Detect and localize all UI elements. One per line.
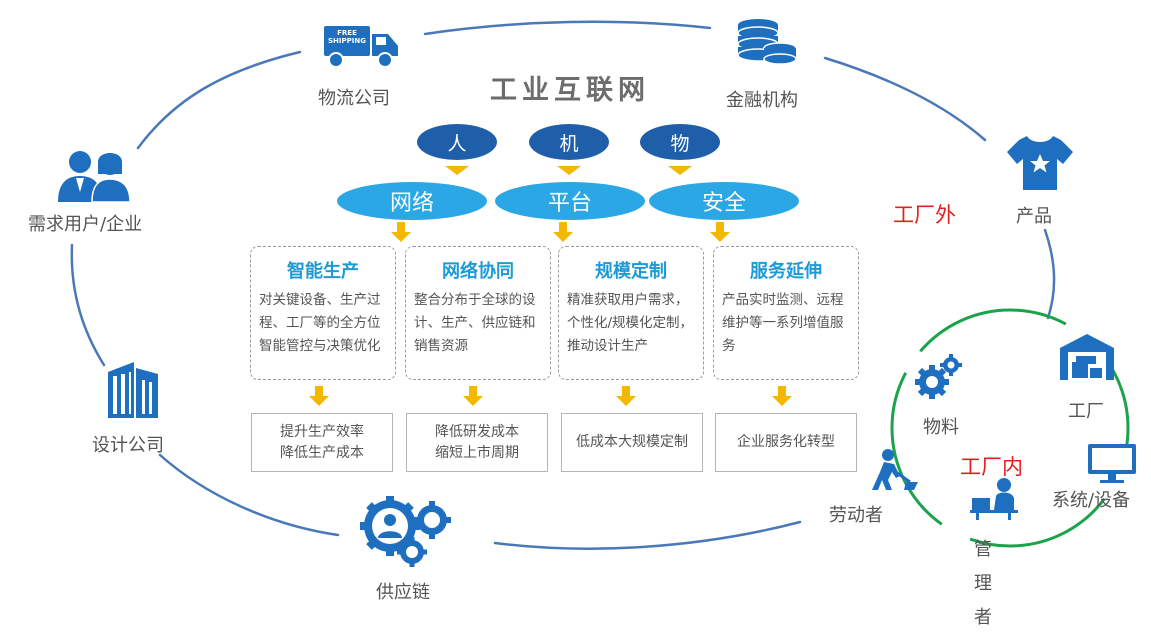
gears-person-icon — [360, 496, 451, 567]
outcome-line: 缩短上市周期 — [435, 444, 519, 461]
layer-security: 安全 — [649, 182, 799, 220]
panel-text: 产品实时监测、远程维护等一系列增值服务 — [722, 292, 844, 354]
manager-desk-icon — [970, 478, 1018, 520]
page-title: 工业互联网 — [490, 75, 650, 106]
connector-lines — [70, 20, 1130, 550]
coins-icon — [737, 19, 797, 65]
outcome-line: 降低研发成本 — [435, 423, 519, 440]
outcome-box: 低成本大规模定制 — [561, 413, 703, 472]
element-object: 物 — [640, 124, 720, 160]
outcome-line: 提升生产效率 — [280, 423, 364, 440]
panel-text: 精准获取用户需求，个性化/规模化定制，推动设计生产 — [567, 292, 694, 354]
panel-scale-customization: 规模定制 精准获取用户需求，个性化/规模化定制，推动设计生产 — [558, 246, 704, 380]
worker-shovel-icon — [872, 449, 918, 490]
material-label: 物料 — [923, 417, 959, 438]
panel-text: 整合分布于全球的设计、生产、供应链和销售资源 — [414, 292, 536, 354]
panel-title: 服务延伸 — [750, 261, 822, 282]
outside-factory-label: 工厂外 — [893, 203, 956, 227]
warehouse-icon — [1060, 334, 1114, 380]
outcome-box: 降低研发成本 缩短上市周期 — [406, 413, 548, 472]
building-icon — [108, 362, 158, 418]
arrow-machine-down — [557, 166, 581, 175]
material-gears-icon — [915, 354, 962, 399]
product-label: 产品 — [1016, 206, 1052, 227]
arrows-to-panels — [309, 222, 792, 406]
outcome-line: 降低生产成本 — [280, 444, 364, 461]
arrow-object-down — [668, 166, 692, 175]
outcome-box: 提升生产效率 降低生产成本 — [251, 413, 393, 472]
outcome-line: 企业服务化转型 — [737, 434, 835, 450]
demand-users-label: 需求用户/企业 — [28, 214, 143, 235]
factory-label: 工厂 — [1068, 401, 1104, 422]
panel-title: 智能生产 — [287, 261, 359, 282]
outcome-line: 低成本大规模定制 — [576, 434, 688, 450]
monitor-icon — [1088, 444, 1136, 483]
panel-network-collaboration: 网络协同 整合分布于全球的设计、生产、供应链和销售资源 — [405, 246, 551, 380]
logistics-label: 物流公司 — [318, 88, 390, 109]
panel-service-extension: 服务延伸 产品实时监测、远程维护等一系列增值服务 — [713, 246, 859, 380]
worker-label: 劳动者 — [829, 505, 883, 526]
outcome-box: 企业服务化转型 — [715, 413, 857, 472]
truck-badge: FREE SHIPPING — [328, 29, 366, 45]
arrow-person-down — [445, 166, 469, 175]
panel-smart-production: 智能生产 对关键设备、生产过程、工厂等的全方位智能管控与决策优化 — [250, 246, 396, 380]
inside-factory-label: 工厂内 — [960, 455, 1023, 479]
truck-icon — [324, 26, 398, 68]
panel-title: 规模定制 — [595, 261, 667, 282]
system-device-label: 系统/设备 — [1052, 490, 1131, 511]
layer-platform: 平台 — [495, 182, 645, 220]
element-machine: 机 — [529, 124, 609, 160]
tshirt-icon — [1007, 136, 1073, 190]
panel-text: 对关键设备、生产过程、工厂等的全方位智能管控与决策优化 — [259, 292, 381, 354]
design-label: 设计公司 — [92, 435, 164, 456]
element-person: 人 — [417, 124, 497, 160]
panel-title: 网络协同 — [442, 261, 514, 282]
finance-label: 金融机构 — [726, 90, 798, 111]
supply-chain-label: 供应链 — [376, 582, 430, 603]
users-icon — [58, 151, 131, 203]
layer-network: 网络 — [337, 182, 487, 220]
